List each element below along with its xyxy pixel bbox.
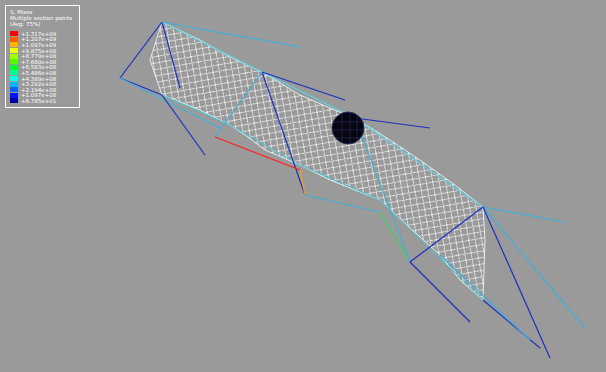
contour-value: +3.292e+08 (21, 81, 56, 87)
color-swatch (10, 42, 18, 47)
color-swatch (10, 93, 18, 98)
legend-row: +1.097e+09 (10, 42, 75, 48)
legend-row: +4.389e+08 (10, 76, 75, 82)
legend-header: Multiple section points (10, 15, 75, 21)
contour-value: +5.486e+08 (21, 70, 56, 76)
contour-value: +6.583e+08 (21, 64, 56, 70)
legend-row: +6.583e+08 (10, 65, 75, 71)
color-swatch (10, 54, 18, 59)
contour-value: +8.785e+01 (21, 98, 56, 104)
legend-header: S, Mises (10, 9, 75, 15)
contour-value: +1.207e+09 (21, 36, 56, 42)
contour-legend: S, MisesMultiple section points(Avg: 75%… (5, 5, 80, 108)
contour-value: +8.779e+08 (21, 53, 56, 59)
legend-header: (Avg: 75%) (10, 21, 75, 27)
contour-value: +7.680e+08 (21, 59, 56, 65)
legend-row: +8.785e+01 (10, 98, 75, 104)
legend-row: +2.194e+08 (10, 87, 75, 93)
contour-value: +9.875e+08 (21, 48, 56, 54)
legend-row: +1.097e+08 (10, 93, 75, 99)
contour-value: +1.097e+09 (21, 42, 56, 48)
net-mesh (150, 22, 485, 300)
spacer (10, 27, 75, 31)
legend-row: +8.779e+08 (10, 53, 75, 59)
color-swatch (10, 82, 18, 87)
color-swatch (10, 98, 18, 103)
contour-value: +4.389e+08 (21, 76, 56, 82)
color-swatch (10, 76, 18, 81)
posts-and-cables (120, 22, 585, 358)
boulder-mesh (333, 112, 363, 144)
top-cable (162, 22, 483, 207)
bottom-cable (162, 95, 483, 300)
legend-row: +1.207e+09 (10, 37, 75, 43)
color-swatch (10, 70, 18, 75)
legend-row: +9.875e+08 (10, 48, 75, 54)
legend-row: +5.486e+08 (10, 70, 75, 76)
color-swatch (10, 65, 18, 70)
contour-value: +1.097e+08 (21, 92, 56, 98)
color-swatch (10, 59, 18, 64)
contour-value: +2.194e+08 (21, 87, 56, 93)
color-swatch (10, 37, 18, 42)
boulder (332, 112, 364, 144)
color-swatch (10, 48, 18, 53)
color-swatch (10, 87, 18, 92)
contour-value: +1.317e+09 (21, 31, 56, 37)
color-swatch (10, 31, 18, 36)
legend-row: +7.680e+08 (10, 59, 75, 65)
legend-row: +3.292e+08 (10, 81, 75, 87)
legend-row: +1.317e+09 (10, 31, 75, 37)
